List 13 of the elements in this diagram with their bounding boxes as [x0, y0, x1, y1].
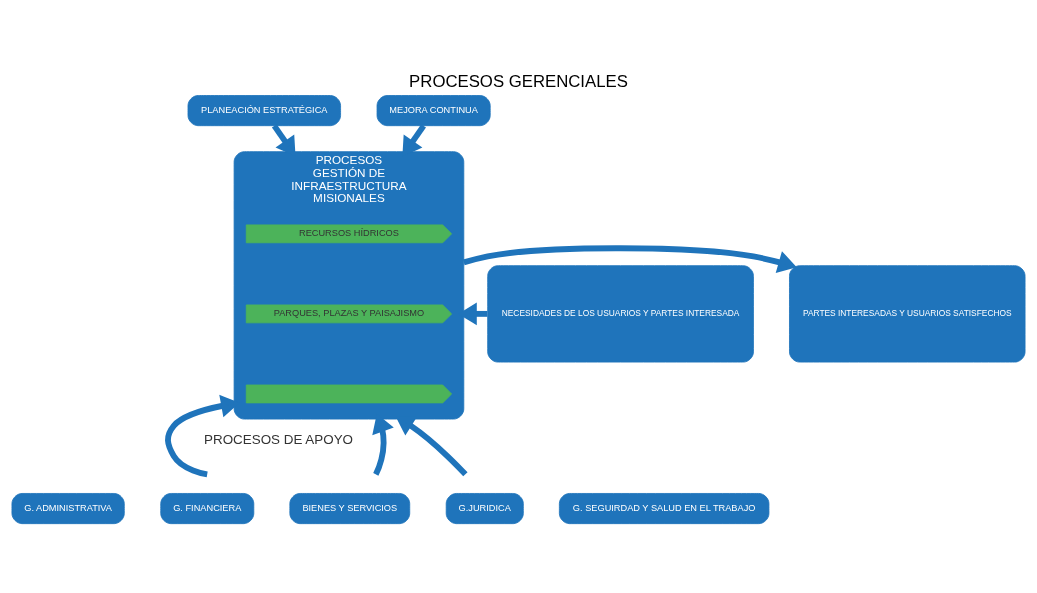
- node-box: PARTES INTERESADAS Y USUARIOS SATISFECHOS: [789, 264, 1026, 362]
- label: PROCESOS DE APOYO: [204, 431, 354, 447]
- node-box: G.JURIDICA: [445, 492, 524, 524]
- node-bar: [245, 384, 453, 403]
- node-box: NECESIDADES DE LOS USUARIOS Y PARTES INTERESADA: [487, 264, 754, 362]
- node-box: G. SEGUIRDAD Y SALUD EN EL TRABAJO: [558, 492, 770, 524]
- node-box: BIENES Y SERVICIOS: [289, 492, 411, 524]
- node-box: G. FINANCIERA: [160, 492, 255, 524]
- diagram-title: PROCESOS GERENCIALES: [409, 71, 628, 91]
- node-box: G. ADMINISTRATIVA: [11, 492, 125, 524]
- node-box: MEJORA CONTINUA: [376, 94, 491, 126]
- node-box: PLANEACIÓN ESTRATÉGICA: [187, 94, 341, 126]
- arrow: [463, 244, 797, 273]
